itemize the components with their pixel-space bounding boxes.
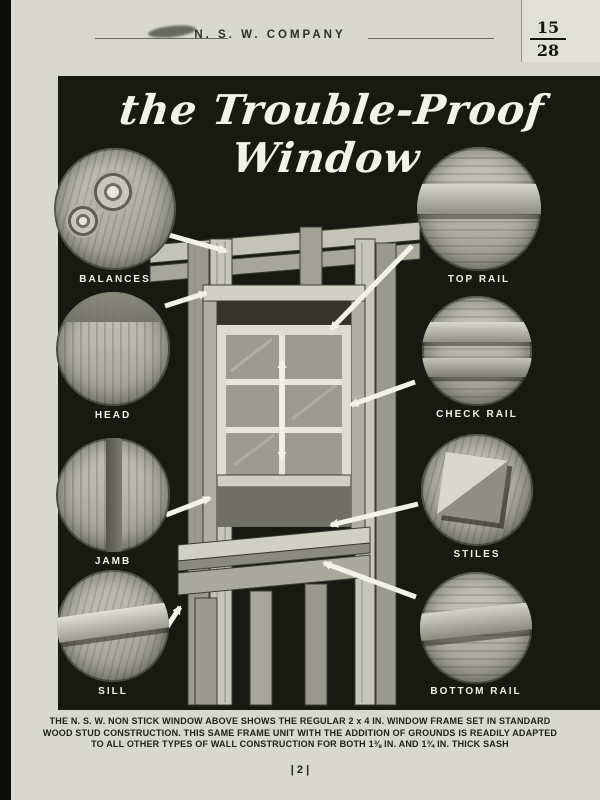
arrow-check-rail — [349, 379, 416, 408]
caption-line-3: TO ALL OTHER TYPES OF WALL CONSTRUCTION … — [91, 739, 509, 749]
caption-block: THE N. S. W. NON STICK WINDOW ABOVE SHOW… — [20, 716, 580, 751]
arrow-head — [164, 290, 208, 309]
top-rail-detail-circle — [417, 147, 541, 271]
arrow-top-rail — [329, 244, 414, 331]
frame-reveal-shadow — [217, 301, 351, 325]
caption-line-2: WOOD STUD CONSTRUCTION. THIS SAME FRAME … — [42, 727, 558, 738]
page-number-fraction: 15 28 — [530, 18, 566, 60]
arrow-stiles — [329, 501, 419, 528]
stiles-label: STILES — [453, 549, 501, 560]
footer-page-mark: | 2 | — [290, 764, 310, 776]
page-corner-area — [522, 0, 600, 62]
head-label: HEAD — [94, 410, 132, 421]
balances-label: BALANCES — [79, 274, 151, 285]
header-rule-left — [95, 38, 228, 39]
total-pages: 28 — [536, 41, 560, 60]
head-detail-circle — [56, 292, 170, 406]
company-name: N. S. W. COMPANY — [194, 29, 346, 41]
jamb-label: JAMB — [94, 556, 132, 567]
balances-detail-circle — [54, 148, 176, 270]
check-rail-detail-circle — [422, 296, 532, 406]
bottom-rail-label: BOTTOM RAIL — [430, 686, 522, 697]
page-number: 15 — [530, 18, 566, 40]
scan-edge-left — [0, 0, 11, 800]
window-construction-illustration — [149, 221, 421, 706]
sill-label: SILL — [98, 686, 128, 697]
sill-assembly — [177, 526, 371, 706]
stiles-detail-circle — [421, 434, 533, 546]
window-frame — [202, 284, 366, 548]
arrow-bottom-rail — [322, 560, 417, 600]
arrow-jamb — [165, 495, 212, 518]
top-rail-label: TOP RAIL — [447, 274, 511, 285]
callout-arrows — [155, 229, 419, 643]
jamb-detail-circle — [56, 438, 170, 552]
page-corner-line — [521, 0, 522, 62]
lower-sash-shadow — [217, 487, 351, 527]
check-rail-label: CHECK RAIL — [436, 409, 518, 420]
caption-line-1: THE N. S. W. NON STICK WINDOW ABOVE SHOW… — [49, 716, 551, 726]
sill-detail-circle — [57, 570, 169, 682]
header-rule-right — [368, 38, 494, 39]
bottom-rail-detail-circle — [420, 572, 532, 684]
